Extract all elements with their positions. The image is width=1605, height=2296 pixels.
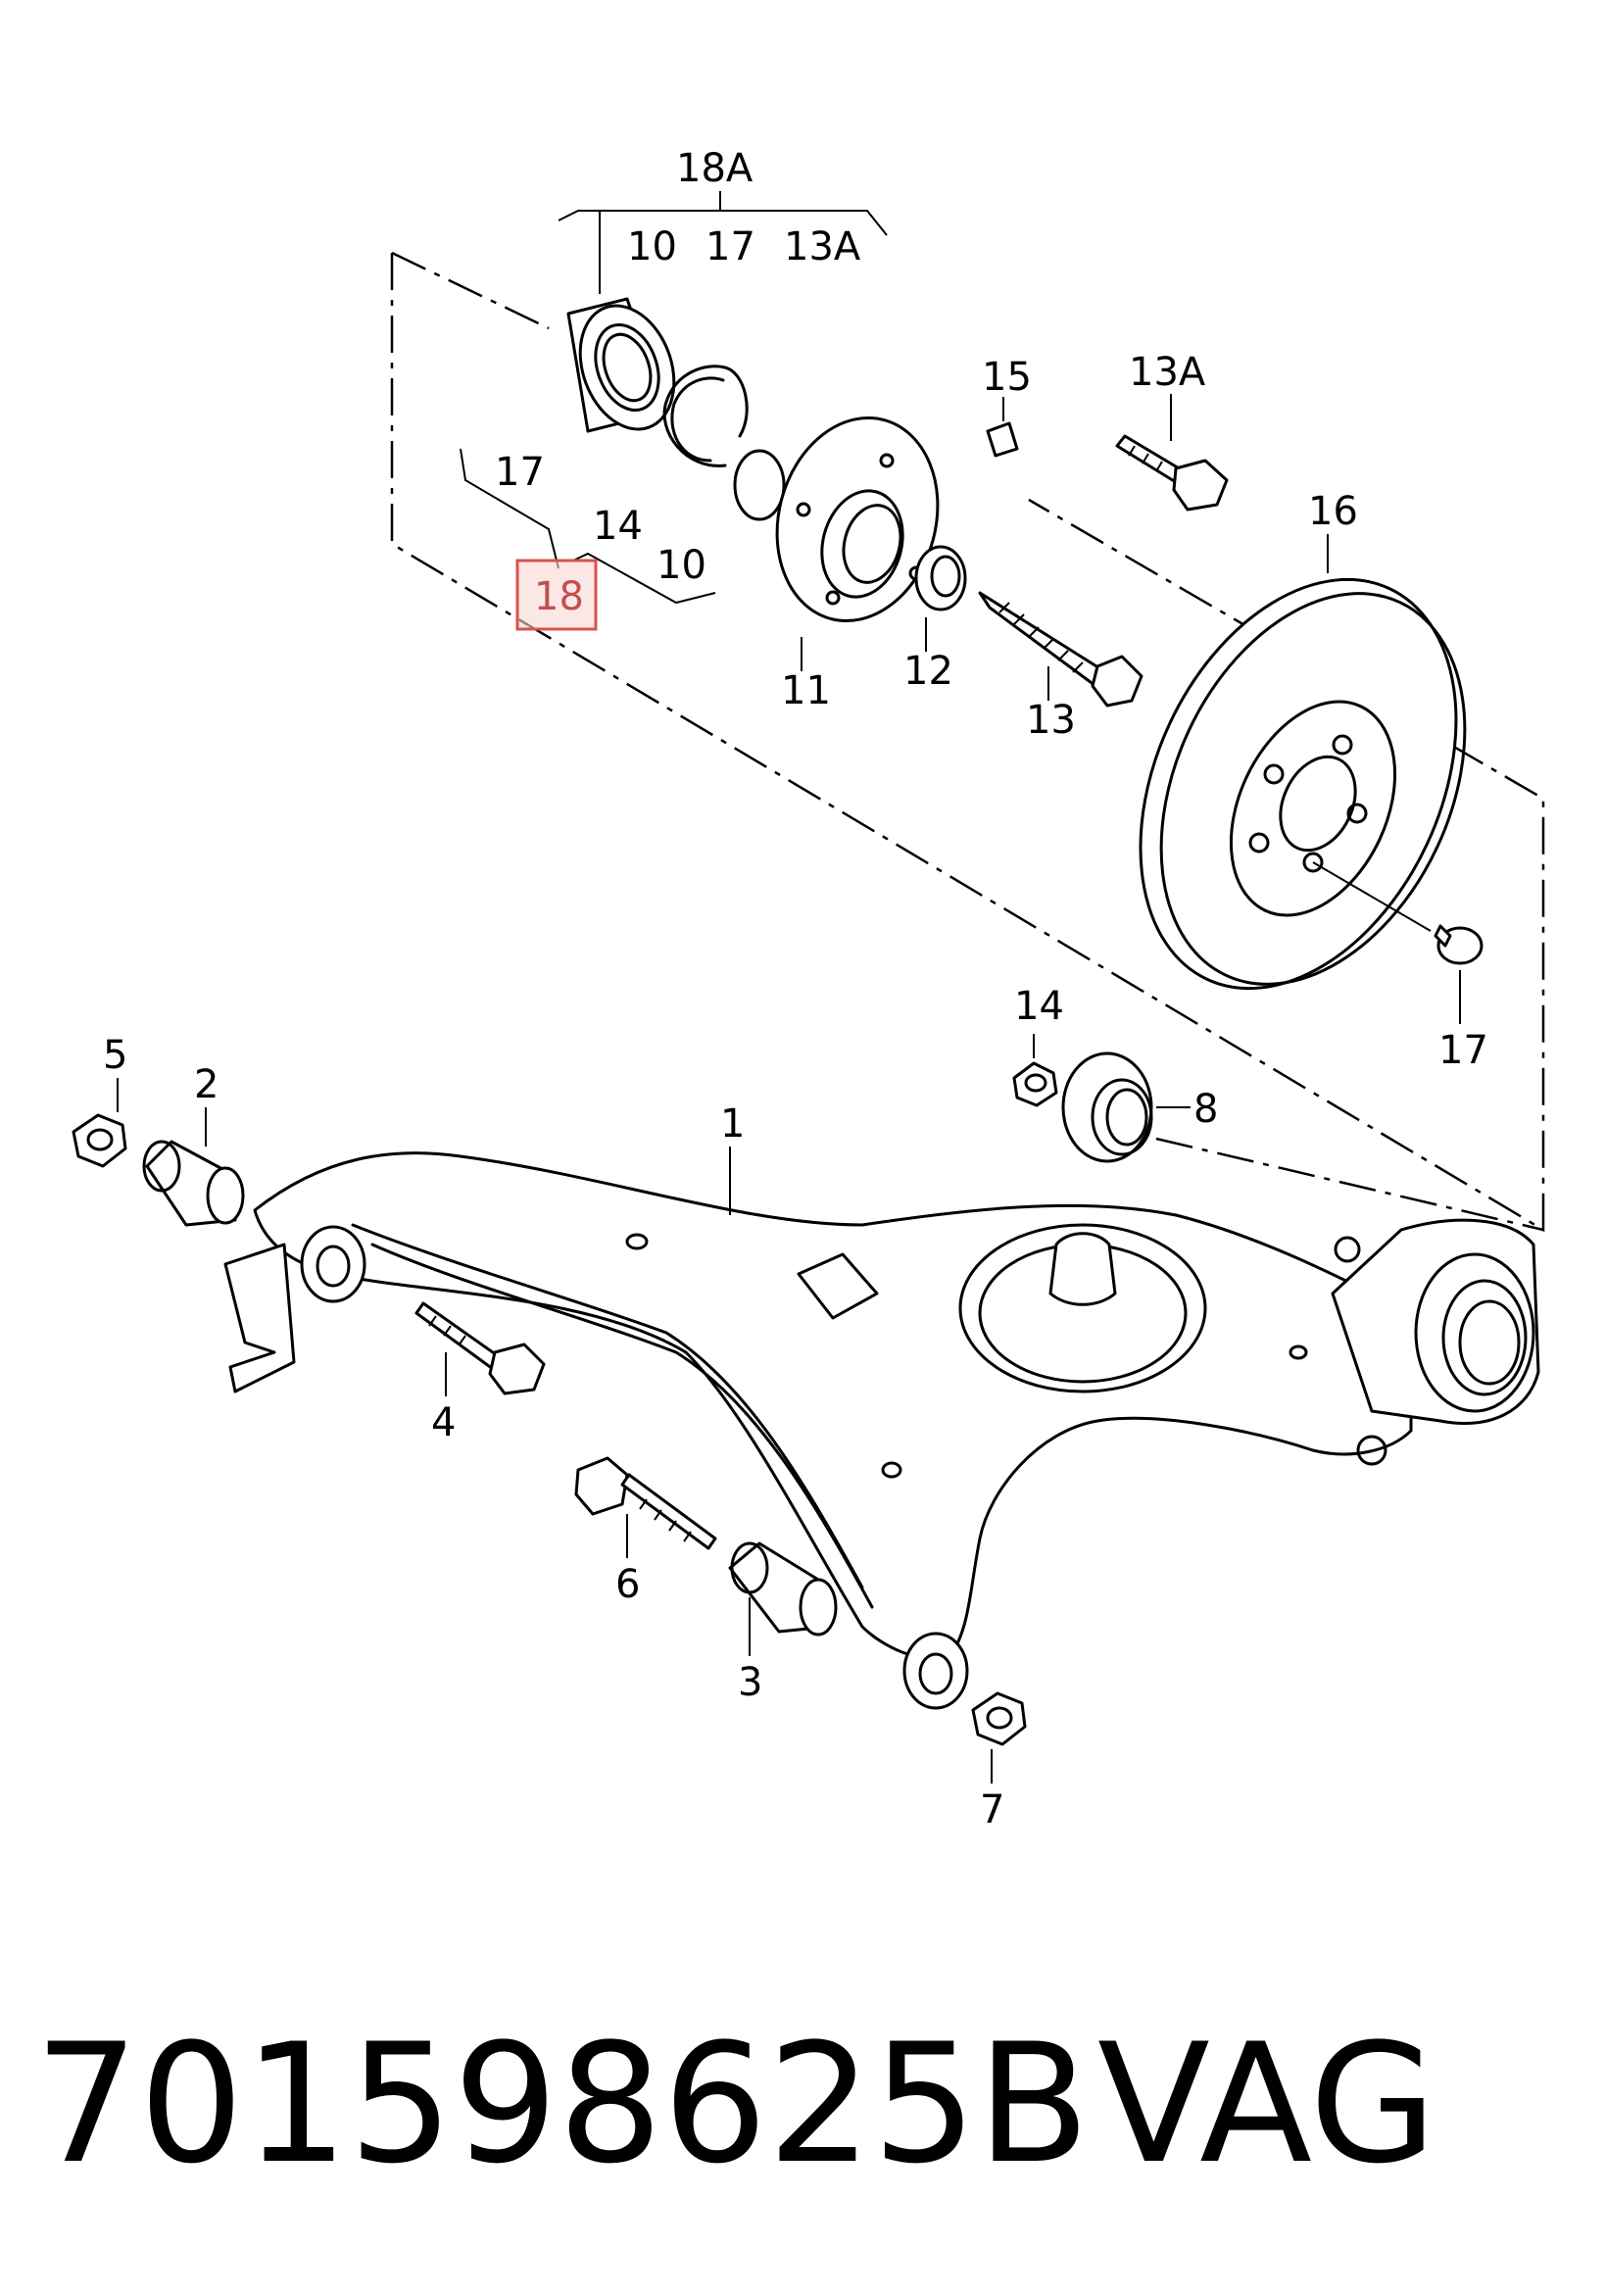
bush-3 [728, 1541, 838, 1637]
label-2: 2 [194, 1062, 219, 1107]
label-6: 6 [615, 1562, 640, 1607]
label-14-mid: 14 [1014, 984, 1064, 1029]
callout-labels: 18A 10 17 13A 17 14 10 18 15 13A 16 11 1… [103, 146, 1488, 1832]
hub-cap [914, 545, 967, 611]
highlight-box [515, 559, 598, 631]
nut-5 [72, 1113, 127, 1168]
leader-lines [117, 394, 1461, 1783]
footer: 701598625B VAG [34, 2008, 1436, 2200]
disc-screw [1434, 924, 1483, 965]
kit-bracket-18A [558, 191, 888, 294]
label-4: 4 [431, 1400, 456, 1445]
label-17-left: 17 [495, 450, 545, 495]
label-18: 18 [534, 574, 584, 619]
circlip [662, 365, 749, 467]
label-16: 16 [1308, 489, 1358, 534]
label-1: 1 [720, 1101, 745, 1147]
part-number: 701598625B [34, 2008, 1090, 2200]
label-18A-top: 18A [676, 146, 754, 191]
brake-disc [1139, 577, 1467, 991]
label-13: 13 [1026, 698, 1076, 743]
nut-7 [971, 1691, 1027, 1746]
bush-2 [142, 1140, 245, 1227]
wheel-bearing [566, 297, 676, 433]
wheel-hub [733, 415, 940, 623]
dowel-pin [986, 421, 1019, 458]
label-11: 11 [781, 668, 831, 713]
label-17-top: 17 [705, 224, 755, 269]
bolt-13A [1115, 434, 1229, 512]
bolt-6 [574, 1456, 717, 1550]
bush-8 [1061, 1051, 1153, 1163]
label-17-bottom: 17 [1438, 1028, 1488, 1073]
label-14-left: 14 [593, 504, 643, 549]
brand-name: VAG [1097, 2008, 1436, 2200]
label-7: 7 [980, 1787, 1004, 1832]
label-10-left: 10 [657, 543, 706, 588]
label-13A-top: 13A [784, 224, 861, 269]
hub-bolt [978, 591, 1143, 708]
control-arm [223, 1151, 1540, 1710]
label-8: 8 [1193, 1087, 1218, 1132]
label-10-top: 10 [627, 224, 677, 269]
label-13A-right: 13A [1129, 350, 1206, 395]
label-3: 3 [738, 1660, 762, 1705]
label-15: 15 [982, 355, 1032, 400]
label-5: 5 [103, 1033, 127, 1078]
nut-14 [1012, 1061, 1058, 1107]
label-12: 12 [903, 649, 953, 694]
bolt-4 [414, 1301, 546, 1395]
